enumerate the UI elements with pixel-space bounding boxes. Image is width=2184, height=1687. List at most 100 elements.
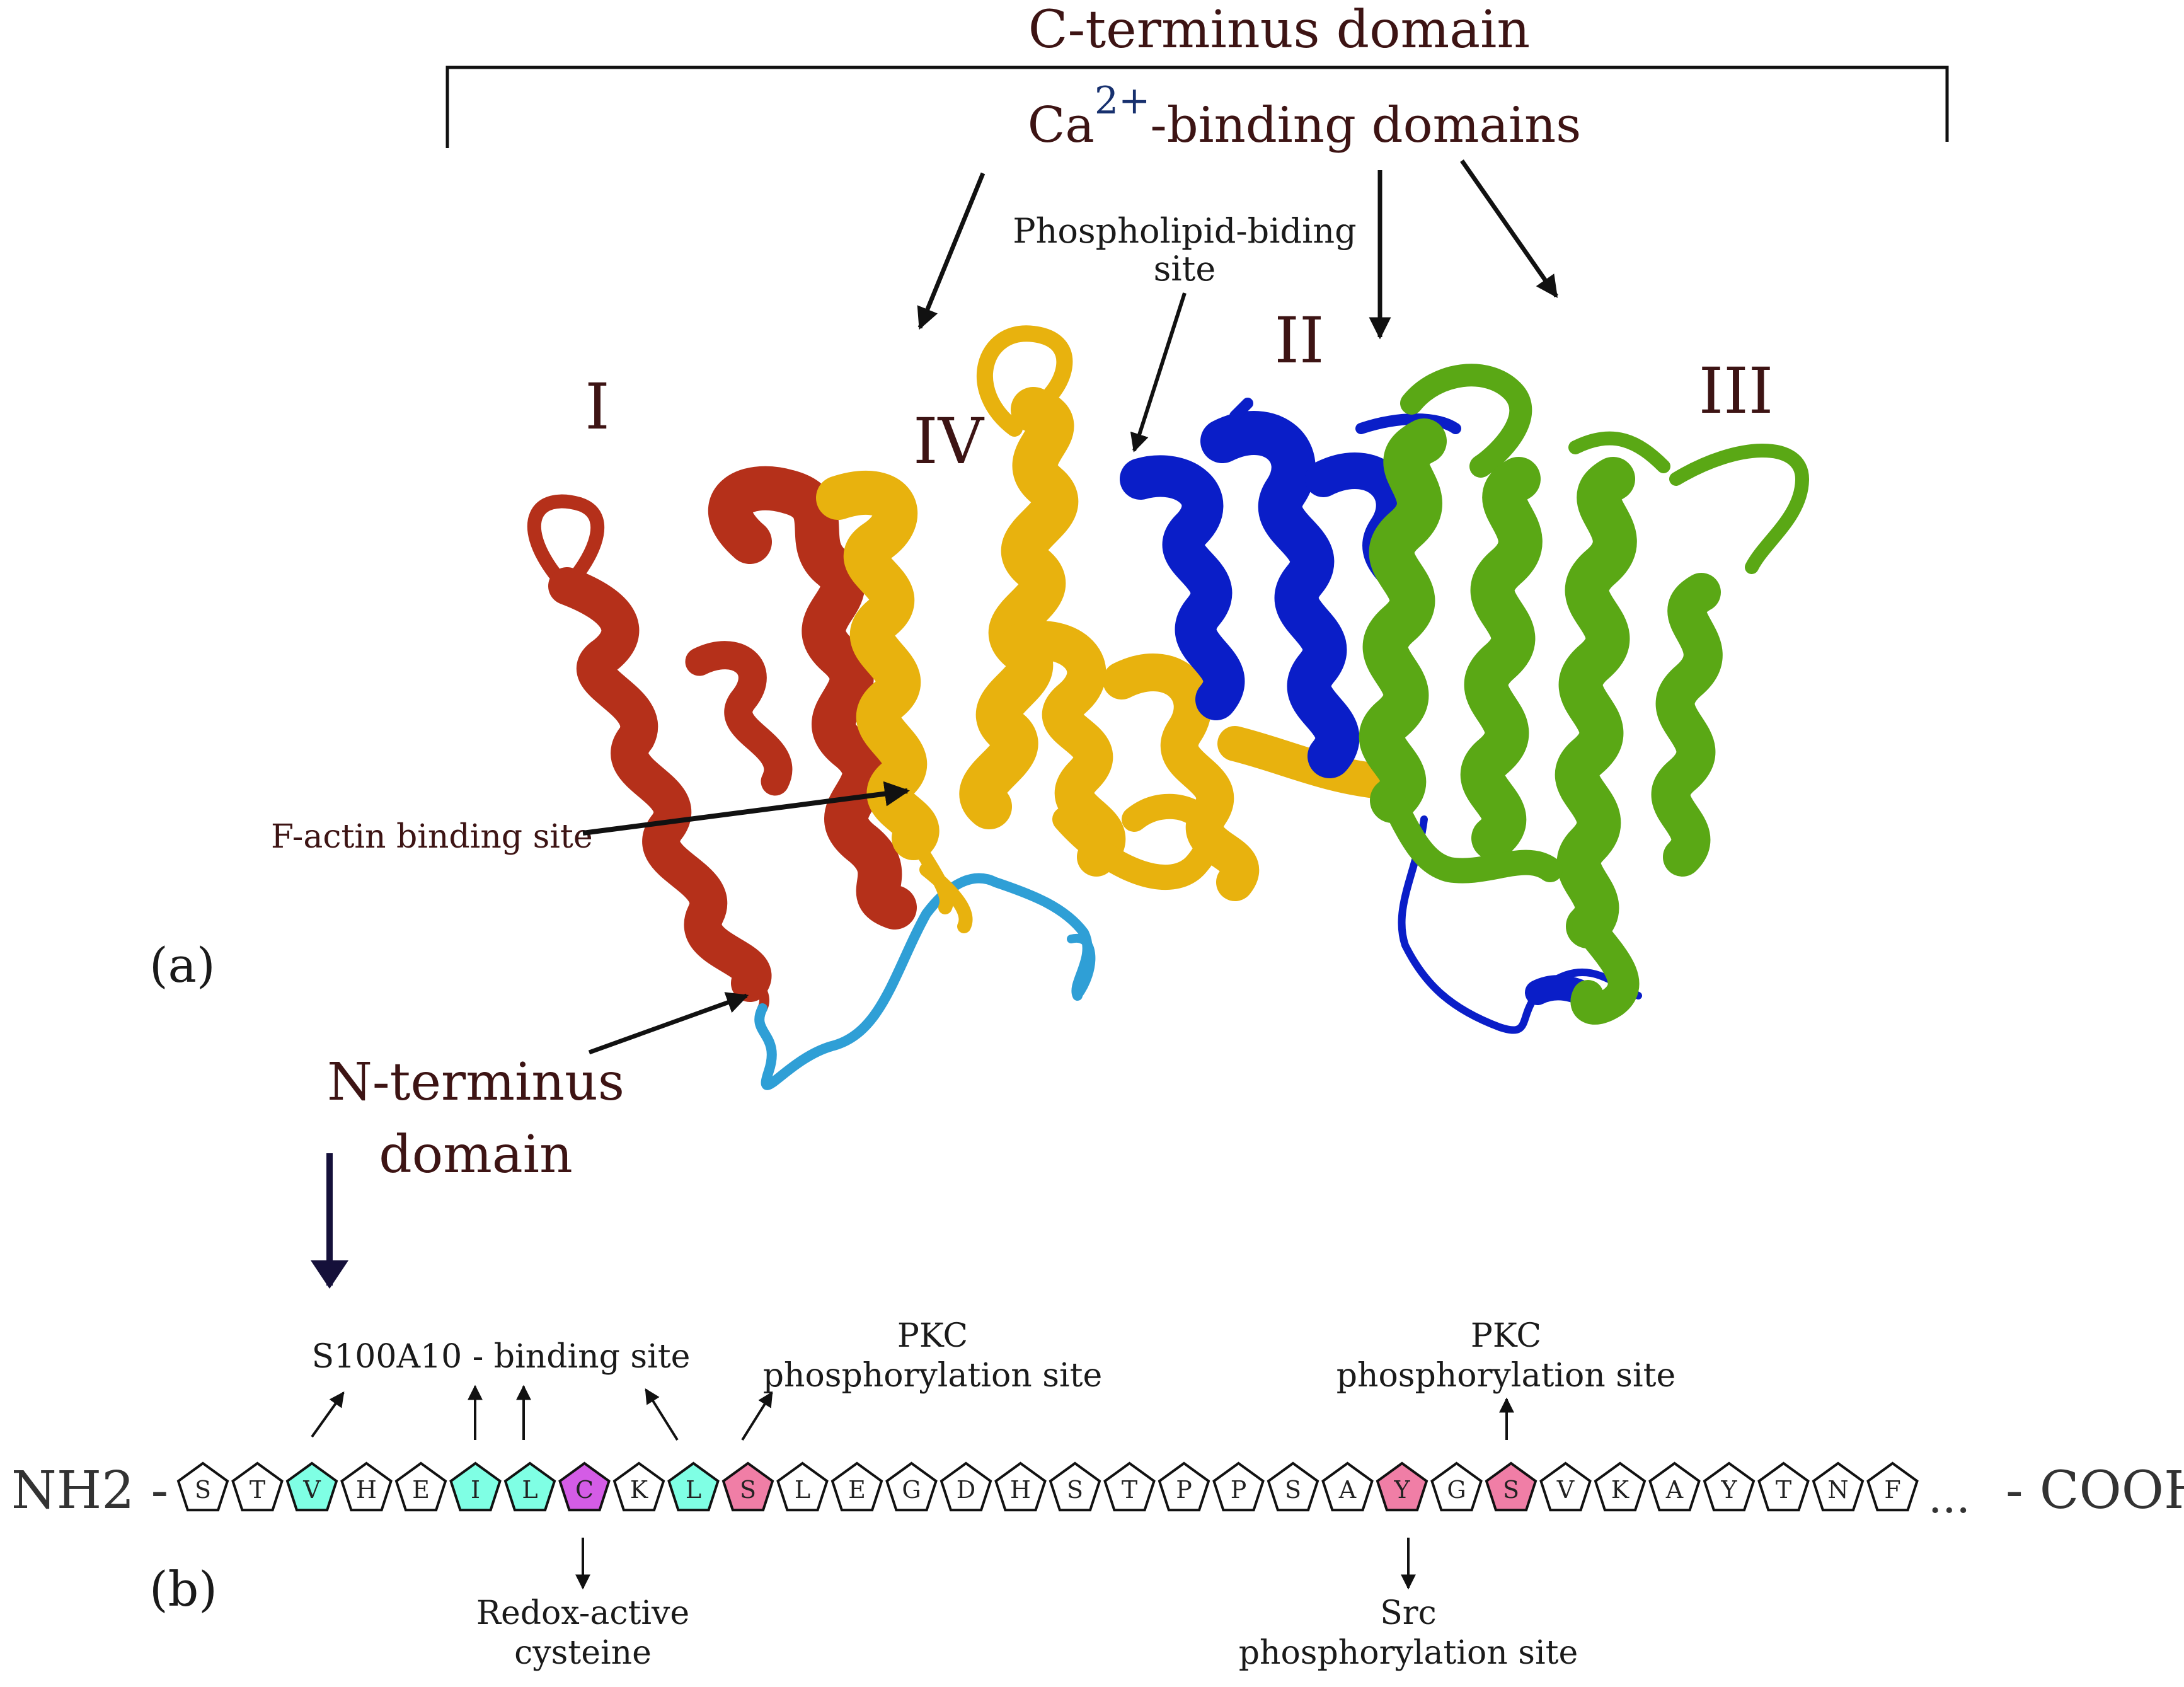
residue-24-letter: S — [1503, 1476, 1519, 1504]
pkc2-label-line2: phosphorylation site — [1336, 1357, 1676, 1395]
domain-numeral-iii: III — [1699, 354, 1774, 428]
residue-26-pentagon — [1594, 1461, 1647, 1512]
residue-8-pentagon — [612, 1461, 665, 1512]
src-label-line1: Src — [1380, 1594, 1437, 1632]
n-terminus-arrow — [588, 992, 749, 1055]
residue-27-pentagon — [1648, 1461, 1701, 1512]
c-terminus-bracket — [445, 66, 1949, 148]
residue-7-letter: C — [575, 1476, 594, 1504]
residue-7-pentagon — [558, 1461, 611, 1512]
phospholipid-arrow — [1130, 292, 1187, 452]
residue-15-letter: H — [1010, 1476, 1031, 1504]
s100a10-arrow-l2 — [645, 1388, 679, 1441]
residue-10-pentagon — [721, 1461, 774, 1512]
residue-22-pentagon — [1376, 1461, 1428, 1512]
cooh-terminal-label: - COOH — [2006, 1461, 2184, 1521]
f-actin-arrow — [582, 781, 910, 836]
residue-12-pentagon — [830, 1461, 883, 1512]
phospholipid-label-line2: site — [1154, 249, 1216, 289]
residue-0-pentagon — [176, 1461, 229, 1512]
residue-4-letter: E — [412, 1476, 430, 1504]
residue-29-letter: T — [1776, 1476, 1791, 1504]
s100a10-arrow-v — [311, 1391, 345, 1438]
n-terminus-tail — [1067, 933, 1096, 1000]
ca-binding-label: Ca2+-binding domains — [1028, 79, 1582, 154]
n-terminus-label-line2: domain — [379, 1125, 573, 1185]
domain-numeral-iv: IV — [913, 405, 985, 478]
residue-2-letter: V — [302, 1476, 321, 1504]
residue-6-letter: L — [522, 1476, 537, 1504]
residue-31-pentagon — [1866, 1461, 1919, 1512]
panel-a-label: (a) — [149, 937, 216, 993]
ca-superscript: 2+ — [1095, 79, 1150, 123]
residue-23-pentagon — [1430, 1461, 1483, 1512]
domain-numeral-i: I — [585, 370, 610, 444]
residue-28-letter: Y — [1720, 1476, 1737, 1504]
residue-8-letter: K — [630, 1476, 648, 1504]
residue-30-pentagon — [1812, 1461, 1865, 1512]
residue-30-letter: N — [1827, 1476, 1848, 1504]
residue-6-pentagon — [503, 1461, 556, 1512]
redox-label-line1: Redox-active — [476, 1594, 689, 1632]
residue-27-letter: A — [1665, 1476, 1684, 1504]
pkc2-label-line1: PKC — [1471, 1317, 1541, 1355]
residue-25-pentagon — [1539, 1461, 1592, 1512]
sequence-ellipsis: ... — [1928, 1471, 1970, 1523]
residue-25-letter: V — [1556, 1476, 1575, 1504]
ca-arrow-iii — [1460, 159, 1558, 298]
residue-18-pentagon — [1158, 1461, 1210, 1512]
residue-5-pentagon — [449, 1461, 502, 1512]
n-terminus-label-line1: N-terminus — [327, 1052, 624, 1112]
residue-4-pentagon — [394, 1461, 447, 1512]
residue-18-letter: P — [1176, 1476, 1192, 1504]
residue-26-letter: K — [1611, 1476, 1629, 1504]
residue-20-letter: S — [1285, 1476, 1301, 1504]
panel-b-label: (b) — [149, 1561, 217, 1617]
f-actin-label: F-actin binding site — [271, 818, 593, 856]
residue-31-letter: F — [1884, 1476, 1900, 1504]
residue-14-letter: D — [957, 1476, 975, 1504]
residue-22-letter: Y — [1393, 1476, 1410, 1504]
residue-15-pentagon — [994, 1461, 1047, 1512]
residue-16-letter: S — [1067, 1476, 1083, 1504]
residue-5-letter: I — [471, 1476, 480, 1504]
protein-structure — [527, 325, 1809, 1090]
residue-0-letter: S — [195, 1476, 211, 1504]
residue-21-pentagon — [1321, 1461, 1374, 1512]
residue-19-letter: P — [1231, 1476, 1247, 1504]
residue-1-pentagon — [231, 1461, 284, 1512]
residue-11-pentagon — [776, 1461, 829, 1512]
ca-arrow-iv — [917, 172, 986, 330]
residue-13-letter: G — [902, 1476, 921, 1504]
redox-label-line2: cysteine — [514, 1634, 652, 1672]
residue-23-letter: G — [1447, 1476, 1466, 1504]
residue-28-pentagon — [1703, 1461, 1756, 1512]
residue-9-pentagon — [667, 1461, 720, 1512]
pkc1-label-line1: PKC — [897, 1317, 968, 1355]
n-terminus-loop — [754, 873, 1093, 1090]
residue-20-pentagon — [1267, 1461, 1319, 1512]
pkc1-arrow — [741, 1391, 773, 1441]
residue-13-pentagon — [885, 1461, 938, 1512]
phospholipid-label-line1: Phospholipid-biding — [1013, 211, 1356, 251]
annotation-arrows — [311, 1385, 1514, 1590]
domain-iii-ribbon — [1359, 364, 1809, 1025]
residue-17-pentagon — [1103, 1461, 1156, 1512]
residue-14-pentagon — [940, 1461, 992, 1512]
residue-2-pentagon — [285, 1461, 338, 1512]
residue-24-pentagon — [1485, 1461, 1537, 1512]
sequence-down-arrowhead — [311, 1260, 348, 1289]
domain-numeral-ii: II — [1274, 304, 1324, 377]
residue-19-pentagon — [1212, 1461, 1265, 1512]
pkc1-label-line2: phosphorylation site — [763, 1357, 1103, 1395]
residue-1-letter: T — [250, 1476, 265, 1504]
s100a10-label: S100A10 - binding site — [312, 1338, 691, 1376]
residue-10-letter: S — [740, 1476, 756, 1504]
residue-21-letter: A — [1338, 1476, 1357, 1504]
residue-3-letter: H — [356, 1476, 377, 1504]
src-label-line2: phosphorylation site — [1239, 1634, 1578, 1672]
residue-17-letter: T — [1122, 1476, 1137, 1504]
